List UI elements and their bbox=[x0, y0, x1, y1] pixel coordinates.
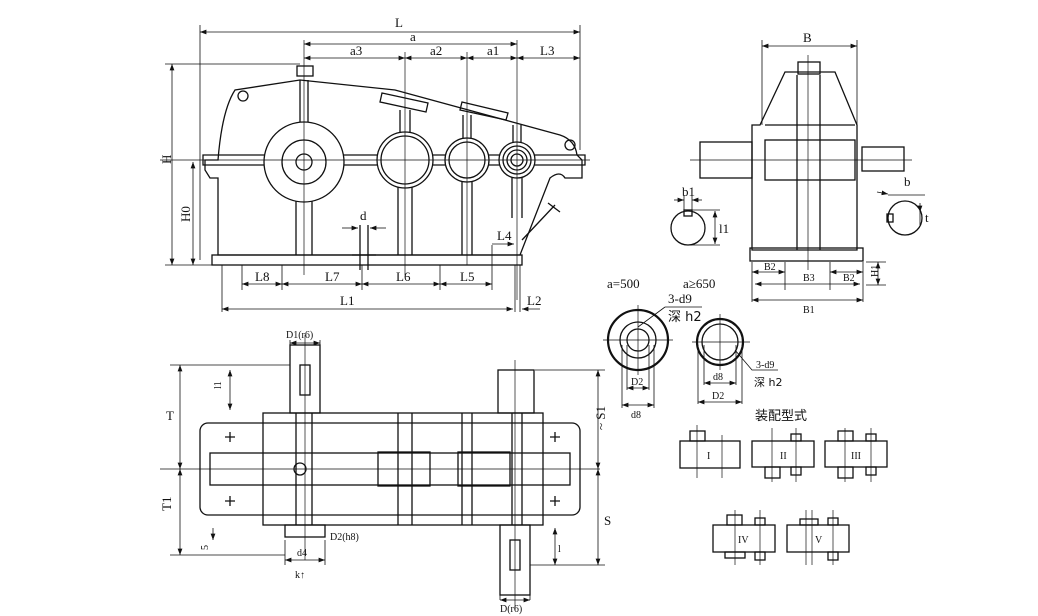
dim-d8-left: d8 bbox=[631, 410, 641, 421]
label-a650: a≥650 bbox=[683, 276, 715, 291]
ribs bbox=[295, 80, 523, 255]
dim-a2: a2 bbox=[430, 43, 442, 58]
side-base bbox=[749, 247, 864, 262]
assembly-type-V: V bbox=[786, 510, 850, 565]
dim-d4: d4 bbox=[297, 548, 307, 559]
dim-H: H bbox=[159, 155, 174, 164]
dim-k: k↑ bbox=[295, 570, 305, 581]
assembly-type-II: II bbox=[751, 428, 815, 482]
dim-L2: L2 bbox=[527, 293, 541, 308]
dim-D1: D1(r6) bbox=[286, 330, 313, 341]
hole-spec-1: 3-d9 bbox=[668, 291, 692, 306]
dim-t: t bbox=[925, 210, 929, 225]
dim-L3: L3 bbox=[540, 43, 554, 58]
dim-D: D(r6) bbox=[500, 604, 522, 615]
keyway bbox=[886, 213, 894, 223]
side-view: B b1 l1 b t B2 B3 B2 H1 B1 bbox=[670, 30, 929, 316]
dim-a: a bbox=[410, 29, 416, 44]
output-shaft bbox=[861, 146, 905, 172]
dim-D2-left: D2 bbox=[631, 377, 643, 388]
dim-B2-left: B2 bbox=[764, 262, 776, 273]
dim-L6: L6 bbox=[396, 269, 411, 284]
dim-L8: L8 bbox=[255, 269, 269, 284]
front-dimension-lines bbox=[165, 25, 581, 312]
inspection-cover bbox=[459, 101, 509, 121]
dim-D2-right: D2 bbox=[712, 391, 724, 402]
svg-text:II: II bbox=[780, 451, 787, 462]
assembly-types: 装配型式 I II III IV V bbox=[679, 409, 888, 565]
side-eye bbox=[797, 61, 821, 75]
dim-L5: L5 bbox=[460, 269, 474, 284]
dim-L7: L7 bbox=[325, 269, 340, 284]
plan-dimension-lines bbox=[170, 340, 605, 603]
dim-b: b bbox=[904, 174, 911, 189]
oil-gauge bbox=[521, 202, 561, 241]
housing-outline bbox=[204, 79, 583, 256]
dim-l: l bbox=[558, 544, 561, 555]
assembly-type-IV: IV bbox=[712, 510, 776, 565]
dim-l1: l1 bbox=[213, 381, 224, 389]
label-a500: a=500 bbox=[607, 276, 640, 291]
dim-L: L bbox=[395, 15, 403, 30]
depth-2: 深 h2 bbox=[754, 376, 782, 389]
top-shaft-plan bbox=[497, 369, 535, 414]
side-dimension-lines bbox=[674, 40, 925, 303]
dim-S: S bbox=[604, 513, 611, 528]
dim-5: 5 bbox=[200, 545, 211, 550]
dim-H1: H1 bbox=[870, 265, 881, 277]
dim-a1: a1 bbox=[487, 43, 499, 58]
bearing-bosses bbox=[263, 121, 536, 203]
assembly-type-III: III bbox=[824, 428, 888, 482]
dim-a3: a3 bbox=[350, 43, 362, 58]
dim-S1: ~ S1 bbox=[593, 406, 608, 430]
lifting-eye bbox=[296, 65, 314, 77]
base-plate bbox=[211, 254, 523, 266]
dim-H0: H0 bbox=[178, 206, 193, 222]
dim-B3: B3 bbox=[803, 273, 815, 284]
dim-b1: b1 bbox=[682, 184, 695, 199]
assembly-type-I: I bbox=[679, 425, 741, 478]
bolt-hole bbox=[237, 90, 249, 102]
dim-L4: L4 bbox=[497, 228, 512, 243]
dim-D2: D2(h8) bbox=[330, 532, 359, 543]
dim-L1: L1 bbox=[340, 293, 354, 308]
dim-d: d bbox=[360, 208, 367, 223]
depth-1: 深 h2 bbox=[668, 310, 702, 325]
dim-B: B bbox=[803, 30, 812, 45]
shaft-section-output bbox=[887, 200, 923, 236]
svg-text:I: I bbox=[707, 451, 710, 462]
dim-d8-right: d8 bbox=[713, 372, 723, 383]
anchor-bolt bbox=[352, 225, 376, 270]
bolt-hole bbox=[564, 139, 576, 151]
svg-text:V: V bbox=[815, 535, 823, 546]
hole-details: a=500 a≥650 3-d9 深 h2 D2 d8 d8 D2 3-d9 深… bbox=[603, 276, 782, 421]
dim-B1: B1 bbox=[803, 305, 815, 316]
dim-l1-key: l1 bbox=[719, 221, 729, 236]
side-housing bbox=[751, 71, 858, 251]
dim-T: T bbox=[166, 408, 174, 423]
dim-T1: T1 bbox=[159, 497, 174, 511]
svg-text:III: III bbox=[851, 451, 861, 462]
hole-spec-2: 3-d9 bbox=[756, 360, 774, 371]
assembly-title: 装配型式 bbox=[755, 409, 807, 424]
dim-B2-right: B2 bbox=[843, 273, 855, 284]
inspection-cover bbox=[379, 92, 429, 113]
plan-view: D1(r6) l1 T T1 5 d4 k↑ D2(h8) D(r6) l S … bbox=[159, 330, 611, 615]
svg-text:IV: IV bbox=[738, 535, 749, 546]
front-view: L a a3 a2 a1 L3 H H0 d L4 L8 L7 L6 L5 L1… bbox=[159, 15, 590, 312]
